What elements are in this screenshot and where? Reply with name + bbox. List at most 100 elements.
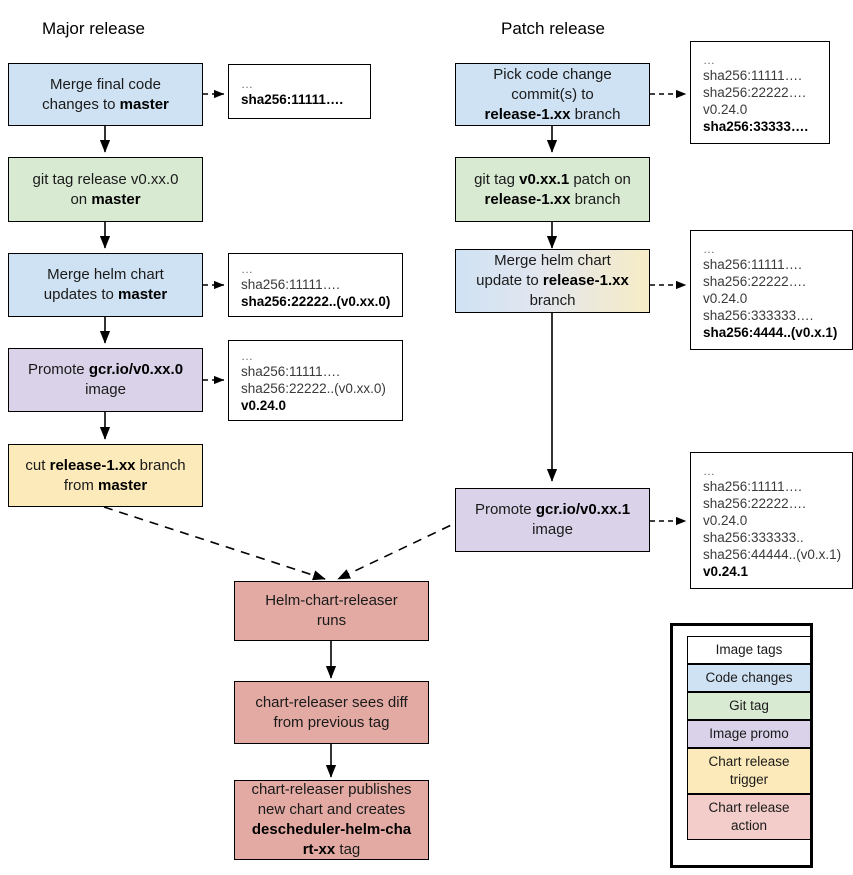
node-line-bold: master — [119, 95, 169, 113]
node-line-bold: master — [97, 476, 148, 494]
tag-line: sha256:22222…. — [703, 495, 806, 511]
legend-item-label: Image tags — [715, 642, 783, 657]
tag-line: … — [703, 52, 716, 67]
tag-line: sha256:11111…. — [241, 364, 340, 379]
tag-line: sha256:22222…. — [703, 273, 806, 289]
node-git-tag-patch[interactable]: git tag v0.xx.1 patch on release-1.xx br… — [455, 157, 650, 222]
legend-item-4: Chart release trigger — [687, 748, 811, 794]
node-line: on — [70, 190, 92, 208]
node-merge-helm-chart-updates-master[interactable]: Merge helm chart updates to master — [8, 253, 203, 317]
tag-line: v0.24.0 — [241, 398, 287, 413]
node-git-tag-release-major[interactable]: git tag release v0.xx.0 on master — [8, 157, 203, 222]
legend-item-label: Code changes — [705, 670, 793, 685]
tag-line: sha256:11111…. — [703, 478, 802, 494]
node-chart-releaser-publishes[interactable]: chart-releaser publishes new chart and c… — [234, 780, 429, 860]
node-chart-releaser-sees-diff[interactable]: chart-releaser sees diff from previous t… — [234, 681, 429, 744]
tag-line: sha256:11111…. — [241, 92, 344, 107]
legend-item-label: Image promo — [709, 726, 789, 741]
node-line: chart-releaser publishes — [251, 781, 412, 798]
node-line-bold: release-1.xx — [484, 105, 571, 123]
node-line: new chart and creates — [257, 801, 406, 818]
node-line: Merge final code — [50, 75, 161, 93]
tag-line: sha256:22222…. — [703, 84, 806, 100]
node-line: Merge helm chart — [494, 252, 611, 269]
node-line: update to — [476, 272, 543, 289]
tagbox-major-after-promote: …sha256:11111…. sha256:22222..(v0.xx.0) v0… — [228, 340, 403, 421]
node-line: branch — [529, 292, 576, 309]
legend-item-5: Chart release action — [687, 794, 811, 840]
node-promote-image-patch[interactable]: Promote gcr.io/v0.xx.1 image — [455, 488, 650, 552]
node-line: from — [63, 476, 98, 494]
tag-line: v0.24.0 — [703, 101, 748, 117]
tag-line: v0.24.0 — [703, 290, 748, 306]
node-line: Pick code change — [493, 65, 612, 83]
tag-line: sha256:333333.. — [703, 529, 804, 545]
node-line: branch — [570, 190, 621, 208]
tag-line: … — [703, 241, 716, 256]
major-release-title: Major release — [42, 19, 145, 38]
node-line: tag — [335, 841, 361, 858]
legend-item-1: Code changes — [687, 664, 811, 692]
tag-line: … — [241, 77, 254, 91]
node-line-bold: descheduler-helm-cha — [251, 821, 412, 838]
node-line: image — [532, 521, 573, 538]
tag-line: v0.24.0 — [703, 512, 748, 528]
tagbox-major-after-merge-code: …sha256:11111…. — [228, 64, 371, 119]
legend-item-0: Image tags — [687, 636, 811, 664]
node-line: Promote — [27, 361, 89, 378]
node-line: Merge helm chart — [47, 266, 164, 283]
node-merge-helm-chart-update-release-branch[interactable]: Merge helm chart update to release-1.xx … — [455, 249, 650, 313]
legend-item-3: Image promo — [687, 720, 811, 748]
node-helm-chart-releaser-runs[interactable]: Helm-chart-releaser runs — [234, 581, 429, 641]
node-line-bold: gcr.io/v0.xx.0 — [88, 361, 184, 378]
node-line: patch on — [569, 170, 631, 188]
node-line: git tag — [474, 170, 520, 188]
tagbox-major-after-merge-helm: …sha256:11111…. sha256:22222..(v0.xx.0) — [228, 253, 403, 317]
legend-item-label: Git tag — [729, 698, 769, 713]
node-merge-final-code-changes[interactable]: Merge final code changes to master — [8, 63, 203, 126]
node-line: chart-releaser sees diff — [255, 693, 408, 711]
tag-line: … — [241, 349, 254, 363]
node-line: image — [85, 381, 126, 398]
node-cut-release-branch[interactable]: cut release-1.xx branch from master — [8, 444, 203, 507]
node-pick-code-change-commits[interactable]: Pick code change commit(s) to release-1.… — [455, 63, 650, 126]
tag-line: sha256:22222..(v0.xx.0) — [241, 381, 386, 396]
legend-item-label: Chart release trigger — [708, 754, 790, 787]
patch-release-title: Patch release — [501, 19, 605, 38]
node-line: from previous tag — [273, 713, 390, 731]
tag-line: sha256:333333…. — [703, 307, 814, 323]
tag-line: sha256:11111…. — [703, 67, 802, 83]
node-line: git tag release v0.xx.0 — [32, 170, 179, 188]
legend-item-label: Chart release action — [708, 800, 790, 833]
node-line-bold: rt-xx — [302, 841, 336, 858]
tag-line: sha256:4444..(v0.x.1) — [703, 324, 838, 340]
node-line-bold: release-1.xx — [49, 456, 136, 474]
tag-line: sha256:44444..(v0.x.1) — [703, 546, 842, 562]
node-line: Helm-chart-releaser — [265, 592, 398, 609]
node-line: Promote — [474, 501, 536, 518]
tag-line: … — [703, 463, 716, 478]
node-line: branch — [570, 105, 621, 123]
node-promote-image-major[interactable]: Promote gcr.io/v0.xx.0 image — [8, 348, 203, 412]
node-line-bold: release-1.xx — [542, 272, 629, 289]
node-line-bold: v0.xx.1 — [519, 170, 570, 188]
tag-line: sha256:11111…. — [241, 277, 340, 292]
node-line: commit(s) to — [511, 85, 594, 103]
node-line: runs — [316, 612, 347, 629]
legend-item-2: Git tag — [687, 692, 811, 720]
node-line-bold: gcr.io/v0.xx.1 — [535, 501, 631, 518]
node-line-bold: master — [118, 286, 168, 303]
node-line: cut — [25, 456, 50, 474]
tag-line: sha256:11111…. — [703, 256, 802, 272]
node-line: branch — [135, 456, 186, 474]
node-line: updates to — [43, 286, 119, 303]
tag-line: sha256:22222..(v0.xx.0) — [241, 294, 391, 309]
tag-line: … — [241, 262, 254, 276]
node-line: changes to — [42, 95, 120, 113]
